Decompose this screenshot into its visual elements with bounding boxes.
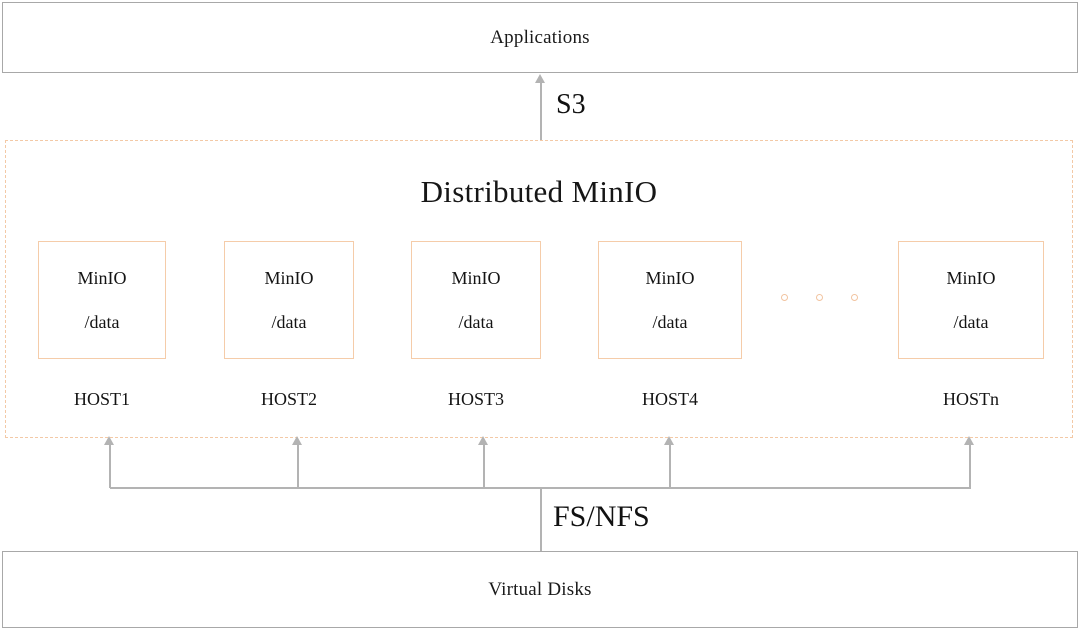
host-label-3: HOST3 [447, 389, 504, 409]
fsnfs-connector-line [540, 487, 542, 551]
minio-node-host2[interactable]: MinIO /data [224, 241, 354, 359]
host-label-1: HOST1 [73, 389, 130, 409]
ellipsis-dot-icon [816, 294, 823, 301]
riser-line-host4 [669, 445, 671, 488]
riser-line-host1 [109, 445, 111, 488]
minio-node-host3[interactable]: MinIO /data [411, 241, 541, 359]
riser-arrowhead-hostn [964, 436, 974, 445]
virtual-disks-label: Virtual Disks [488, 578, 592, 600]
host-label-4: HOST4 [641, 389, 698, 409]
riser-arrowhead-host4 [664, 436, 674, 445]
ellipsis-icon [775, 294, 865, 308]
minio-node-title: MinIO [451, 268, 501, 288]
minio-node-title: MinIO [264, 268, 314, 288]
minio-node-hostn[interactable]: MinIO /data [898, 241, 1044, 359]
minio-node-path: /data [953, 312, 989, 332]
ellipsis-dot-icon [781, 294, 788, 301]
s3-connector-arrowhead [535, 74, 545, 83]
minio-node-path: /data [458, 312, 494, 332]
minio-node-title: MinIO [946, 268, 996, 288]
minio-node-path: /data [271, 312, 307, 332]
cluster-title: Distributed MinIO [420, 174, 658, 209]
virtual-disks-box: Virtual Disks [2, 551, 1078, 628]
s3-protocol-label: S3 [556, 89, 586, 120]
riser-line-host2 [297, 445, 299, 488]
applications-label: Applications [490, 26, 590, 48]
host-label-n: HOSTn [942, 389, 999, 409]
riser-arrowhead-host1 [104, 436, 114, 445]
riser-line-host3 [483, 445, 485, 488]
minio-node-path: /data [652, 312, 688, 332]
fsnfs-protocol-label: FS/NFS [553, 500, 650, 533]
host-label-2: HOST2 [260, 389, 317, 409]
s3-connector-line [540, 82, 542, 140]
ellipsis-dot-icon [851, 294, 858, 301]
minio-node-host1[interactable]: MinIO /data [38, 241, 166, 359]
minio-node-path: /data [84, 312, 120, 332]
minio-node-host4[interactable]: MinIO /data [598, 241, 742, 359]
riser-arrowhead-host2 [292, 436, 302, 445]
minio-node-title: MinIO [645, 268, 695, 288]
riser-arrowhead-host3 [478, 436, 488, 445]
riser-line-hostn [969, 445, 971, 488]
minio-node-title: MinIO [77, 268, 127, 288]
applications-box: Applications [2, 2, 1078, 73]
